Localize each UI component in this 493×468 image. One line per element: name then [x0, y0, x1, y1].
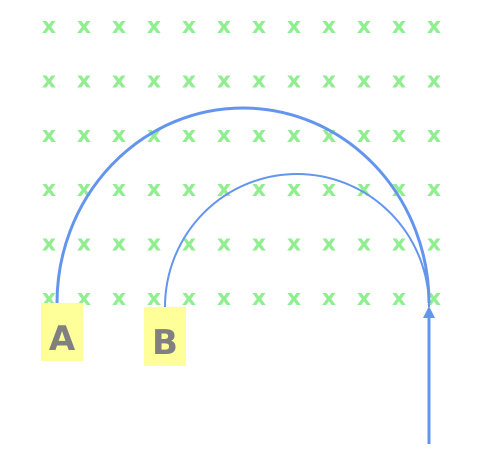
grid-x-mark: x	[77, 14, 91, 39]
grid-x-mark: x	[182, 286, 196, 311]
grid-x-mark: x	[77, 123, 91, 148]
grid-x-mark: x	[287, 123, 301, 148]
grid-x-mark: x	[392, 286, 406, 311]
grid-x-mark: x	[42, 177, 56, 202]
grid-x-mark: x	[147, 14, 161, 39]
grid-x-mark: x	[252, 68, 266, 93]
grid-x-mark: x	[252, 177, 266, 202]
grid-x-mark: x	[322, 232, 336, 257]
grid-x-mark: x	[217, 232, 231, 257]
grid-x-mark: x	[112, 123, 126, 148]
outer-arc-from-a	[55, 106, 431, 304]
grid-x-mark: x	[217, 177, 231, 202]
grid-x-mark: x	[427, 177, 441, 202]
grid-x-mark: x	[322, 14, 336, 39]
grid-x-mark: x	[77, 232, 91, 257]
grid-x-mark: x	[217, 68, 231, 93]
grid-x-mark: x	[287, 68, 301, 93]
grid-x-mark: x	[182, 177, 196, 202]
grid-x-mark: x	[182, 232, 196, 257]
grid-x-mark: x	[357, 232, 371, 257]
grid-x-mark: x	[147, 232, 161, 257]
grid-x-mark: x	[252, 286, 266, 311]
inner-arc-from-b	[164, 173, 430, 308]
grid-x-mark: x	[42, 14, 56, 39]
grid-x-mark: x	[357, 14, 371, 39]
label-a-text: A	[49, 319, 76, 359]
grid-x-mark: x	[217, 123, 231, 148]
grid-x-mark: x	[287, 177, 301, 202]
grid-x-mark: x	[112, 286, 126, 311]
label-b-text: B	[152, 323, 178, 363]
grid-x-mark: x	[217, 286, 231, 311]
arrowhead-icon	[423, 306, 435, 318]
label-b: B	[144, 307, 186, 366]
label-a: A	[41, 303, 83, 361]
grid-x-mark: x	[42, 68, 56, 93]
grid-x-mark: x	[357, 68, 371, 93]
grid-x-mark: x	[392, 232, 406, 257]
grid-x-mark: x	[357, 177, 371, 202]
grid-x-mark: x	[392, 177, 406, 202]
grid-x-mark: x	[427, 232, 441, 257]
grid-x-mark: x	[147, 177, 161, 202]
label-a-box	[41, 303, 83, 361]
grid-x-mark: x	[287, 14, 301, 39]
label-b-box	[144, 307, 186, 366]
grid-x-mark: x	[42, 123, 56, 148]
grid-x-mark: x	[147, 68, 161, 93]
grid-x-mark: x	[252, 14, 266, 39]
grid-x-mark: x	[42, 232, 56, 257]
grid-x-mark: x	[112, 232, 126, 257]
grid-x-mark: x	[182, 14, 196, 39]
grid-x-mark: x	[322, 68, 336, 93]
grid-x-mark: x	[252, 123, 266, 148]
grid-x-mark: x	[287, 286, 301, 311]
grid-x-mark: x	[357, 286, 371, 311]
grid-x-mark: x	[182, 123, 196, 148]
grid-x-mark: x	[112, 68, 126, 93]
grid-x-mark: x	[217, 14, 231, 39]
grid-x-mark: x	[112, 14, 126, 39]
grid-x-mark: x	[427, 286, 441, 311]
grid-x-mark: x	[322, 286, 336, 311]
grid-x-mark: x	[357, 123, 371, 148]
grid-x-mark: x	[322, 177, 336, 202]
grid-x-mark: x	[427, 123, 441, 148]
grid-x-mark: x	[112, 177, 126, 202]
grid-x-mark: x	[392, 14, 406, 39]
grid-x-mark: x	[392, 68, 406, 93]
grid-x-mark: x	[287, 232, 301, 257]
grid-x-mark: x	[147, 286, 161, 311]
grid-x-mark: x	[182, 68, 196, 93]
grid-x-mark: x	[252, 232, 266, 257]
grid-x-mark: x	[77, 177, 91, 202]
grid-x-mark: x	[427, 68, 441, 93]
grid-x-mark: x	[427, 14, 441, 39]
grid-x-mark: x	[392, 123, 406, 148]
grid-x-mark: x	[77, 68, 91, 93]
